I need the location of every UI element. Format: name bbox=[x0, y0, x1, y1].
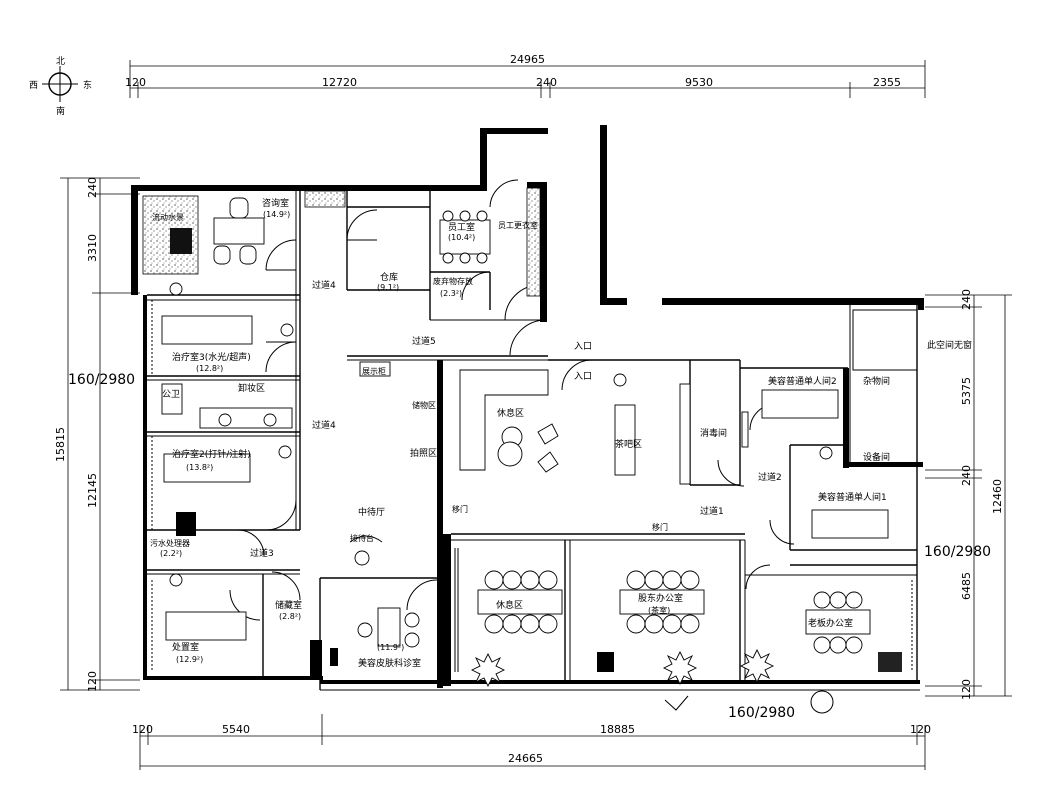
dim-left-seg-2: 3310 bbox=[86, 234, 99, 262]
room-water-feature: 流动水景 bbox=[152, 212, 184, 222]
room-disposal: 处置室 bbox=[172, 641, 199, 653]
room-consultation-area: (14.9²) bbox=[263, 210, 290, 219]
dim-right-seg-2: 5375 bbox=[960, 377, 973, 405]
room-single-1: 美容普通单人间1 bbox=[818, 491, 887, 503]
room-treatment-3: 治疗室3(水光/超声) bbox=[172, 351, 251, 363]
dim-top-seg-5: 2355 bbox=[873, 76, 901, 89]
storage-cabinet-hatch bbox=[304, 190, 346, 208]
dim-right-seg-5: 120 bbox=[960, 679, 973, 700]
room-derm-clinic: 美容皮肤科诊室 bbox=[358, 657, 421, 669]
dim-right-total: 12460 bbox=[991, 479, 1004, 514]
room-storage-area-zone: 储物区 bbox=[412, 400, 436, 410]
staff-locker-hatch bbox=[526, 187, 541, 297]
room-corridor-1: 过道1 bbox=[700, 505, 724, 517]
room-lounge-2: 休息区 bbox=[496, 599, 523, 611]
dim-bottom-seg-1: 120 bbox=[132, 723, 153, 736]
left-dimensions: 240 3310 12145 120 15815 bbox=[54, 177, 140, 692]
dim-bottom-total: 24665 bbox=[508, 752, 543, 765]
room-boss-office: 老板办公室 bbox=[808, 617, 853, 629]
room-utility: 杂物间 bbox=[863, 375, 890, 387]
room-corridor-3: 过道3 bbox=[250, 547, 274, 559]
dim-right-seg-4: 6485 bbox=[960, 572, 973, 600]
room-tea-bar: 茶吧区 bbox=[615, 438, 642, 450]
room-storeroom-area: (2.8²) bbox=[279, 612, 301, 621]
room-staff-locker: 员工更衣室 bbox=[498, 220, 538, 230]
south-label: 南 bbox=[56, 105, 65, 117]
top-dimensions: 24965 120 12720 240 9530 2355 bbox=[125, 53, 926, 98]
dim-bottom-seg-3: 18885 bbox=[600, 723, 635, 736]
room-consultation: 咨询室 bbox=[262, 197, 289, 209]
room-disinfection: 消毒间 bbox=[700, 427, 727, 439]
room-disposal-area: (12.9²) bbox=[176, 655, 203, 664]
east-label: 东 bbox=[83, 79, 92, 91]
note-no-window: 此空间无窗 bbox=[927, 339, 972, 351]
right-dimensions: 240 5375 240 6485 120 12460 bbox=[925, 289, 1012, 700]
bottom-dimensions: 120 5540 18885 120 24665 bbox=[132, 714, 931, 770]
room-lounge-1: 休息区 bbox=[497, 407, 524, 419]
bottom-note-mark bbox=[664, 695, 689, 711]
window-label-bottom: 160/2980 bbox=[728, 705, 795, 721]
room-storage: 仓库 bbox=[380, 271, 398, 283]
room-equipment: 设备间 bbox=[863, 451, 890, 463]
exterior-walls bbox=[131, 125, 924, 688]
room-waste-area: (2.3²) bbox=[440, 289, 462, 298]
display-cabinet: 展示柜 bbox=[362, 366, 386, 376]
furniture bbox=[161, 197, 918, 688]
label-sliding-door-2: 移门 bbox=[652, 522, 668, 532]
room-waste: 废弃物存放 bbox=[433, 276, 473, 286]
window-label-right: 160/2980 bbox=[924, 544, 991, 560]
dim-left-seg-1: 240 bbox=[86, 177, 99, 198]
room-treatment-2: 治疗室2(打针/注射) bbox=[172, 448, 251, 460]
room-waiting-hall: 中待厅 bbox=[358, 506, 385, 518]
dim-top-seg-2: 12720 bbox=[322, 76, 357, 89]
room-shareholder-office: 股东办公室 bbox=[638, 592, 683, 604]
dim-top-seg-4: 9530 bbox=[685, 76, 713, 89]
room-staff: 员工室 bbox=[448, 221, 475, 233]
room-single-2: 美容普通单人间2 bbox=[768, 375, 837, 387]
room-treatment-3-area: (12.8²) bbox=[196, 364, 223, 373]
dim-left-seg-4: 120 bbox=[86, 671, 99, 692]
water-feature-block bbox=[170, 228, 192, 254]
label-entrance-1: 入口 bbox=[574, 341, 592, 352]
room-derm-clinic-area: (11.9²) bbox=[377, 643, 404, 652]
doors bbox=[229, 179, 795, 621]
room-storeroom: 储藏室 bbox=[275, 599, 302, 611]
bottom-column-marker bbox=[810, 690, 834, 714]
label-entrance-2: 入口 bbox=[574, 371, 592, 382]
dim-top-seg-3: 240 bbox=[536, 76, 557, 89]
room-shareholder-sub: (茶室) bbox=[648, 605, 670, 615]
dim-left-seg-3: 12145 bbox=[86, 473, 99, 508]
dim-right-seg-1: 240 bbox=[960, 289, 973, 310]
room-corridor-5: 过道5 bbox=[412, 335, 436, 347]
room-treatment-2-area: (13.8²) bbox=[186, 463, 213, 472]
room-storage-area: (9.1²) bbox=[377, 283, 399, 292]
dim-top-total: 24965 bbox=[510, 53, 545, 66]
window-label-left: 160/2980 bbox=[68, 372, 135, 388]
room-corridor-4a: 过道4 bbox=[312, 279, 336, 291]
label-sliding-door-1: 移门 bbox=[452, 504, 468, 514]
dim-bottom-seg-4: 120 bbox=[910, 723, 931, 736]
room-sewage: 污水处理器 bbox=[150, 538, 190, 548]
dim-bottom-seg-2: 5540 bbox=[222, 723, 250, 736]
dim-right-seg-3: 240 bbox=[960, 465, 973, 486]
room-corridor-4b: 过道4 bbox=[312, 419, 336, 431]
dim-top-seg-1: 120 bbox=[125, 76, 146, 89]
room-labels: 咨询室 (14.9²) 流动水景 员工室 (10.4²) 员工更衣室 仓库 (9… bbox=[150, 197, 972, 669]
dim-left-total: 15815 bbox=[54, 427, 67, 462]
room-photo: 拍照区 bbox=[410, 447, 437, 459]
north-label: 北 bbox=[56, 56, 65, 67]
reception-desk: 接待台 bbox=[350, 533, 374, 543]
room-public-toilet: 公卫 bbox=[162, 389, 180, 400]
room-staff-area: (10.4²) bbox=[448, 233, 475, 242]
room-makeup-removal: 卸妆区 bbox=[238, 382, 265, 394]
room-corridor-2: 过道2 bbox=[758, 471, 782, 483]
room-sewage-area: (2.2²) bbox=[160, 549, 182, 558]
west-label: 西 bbox=[29, 80, 38, 91]
compass: 北 南 东 西 bbox=[29, 56, 92, 117]
